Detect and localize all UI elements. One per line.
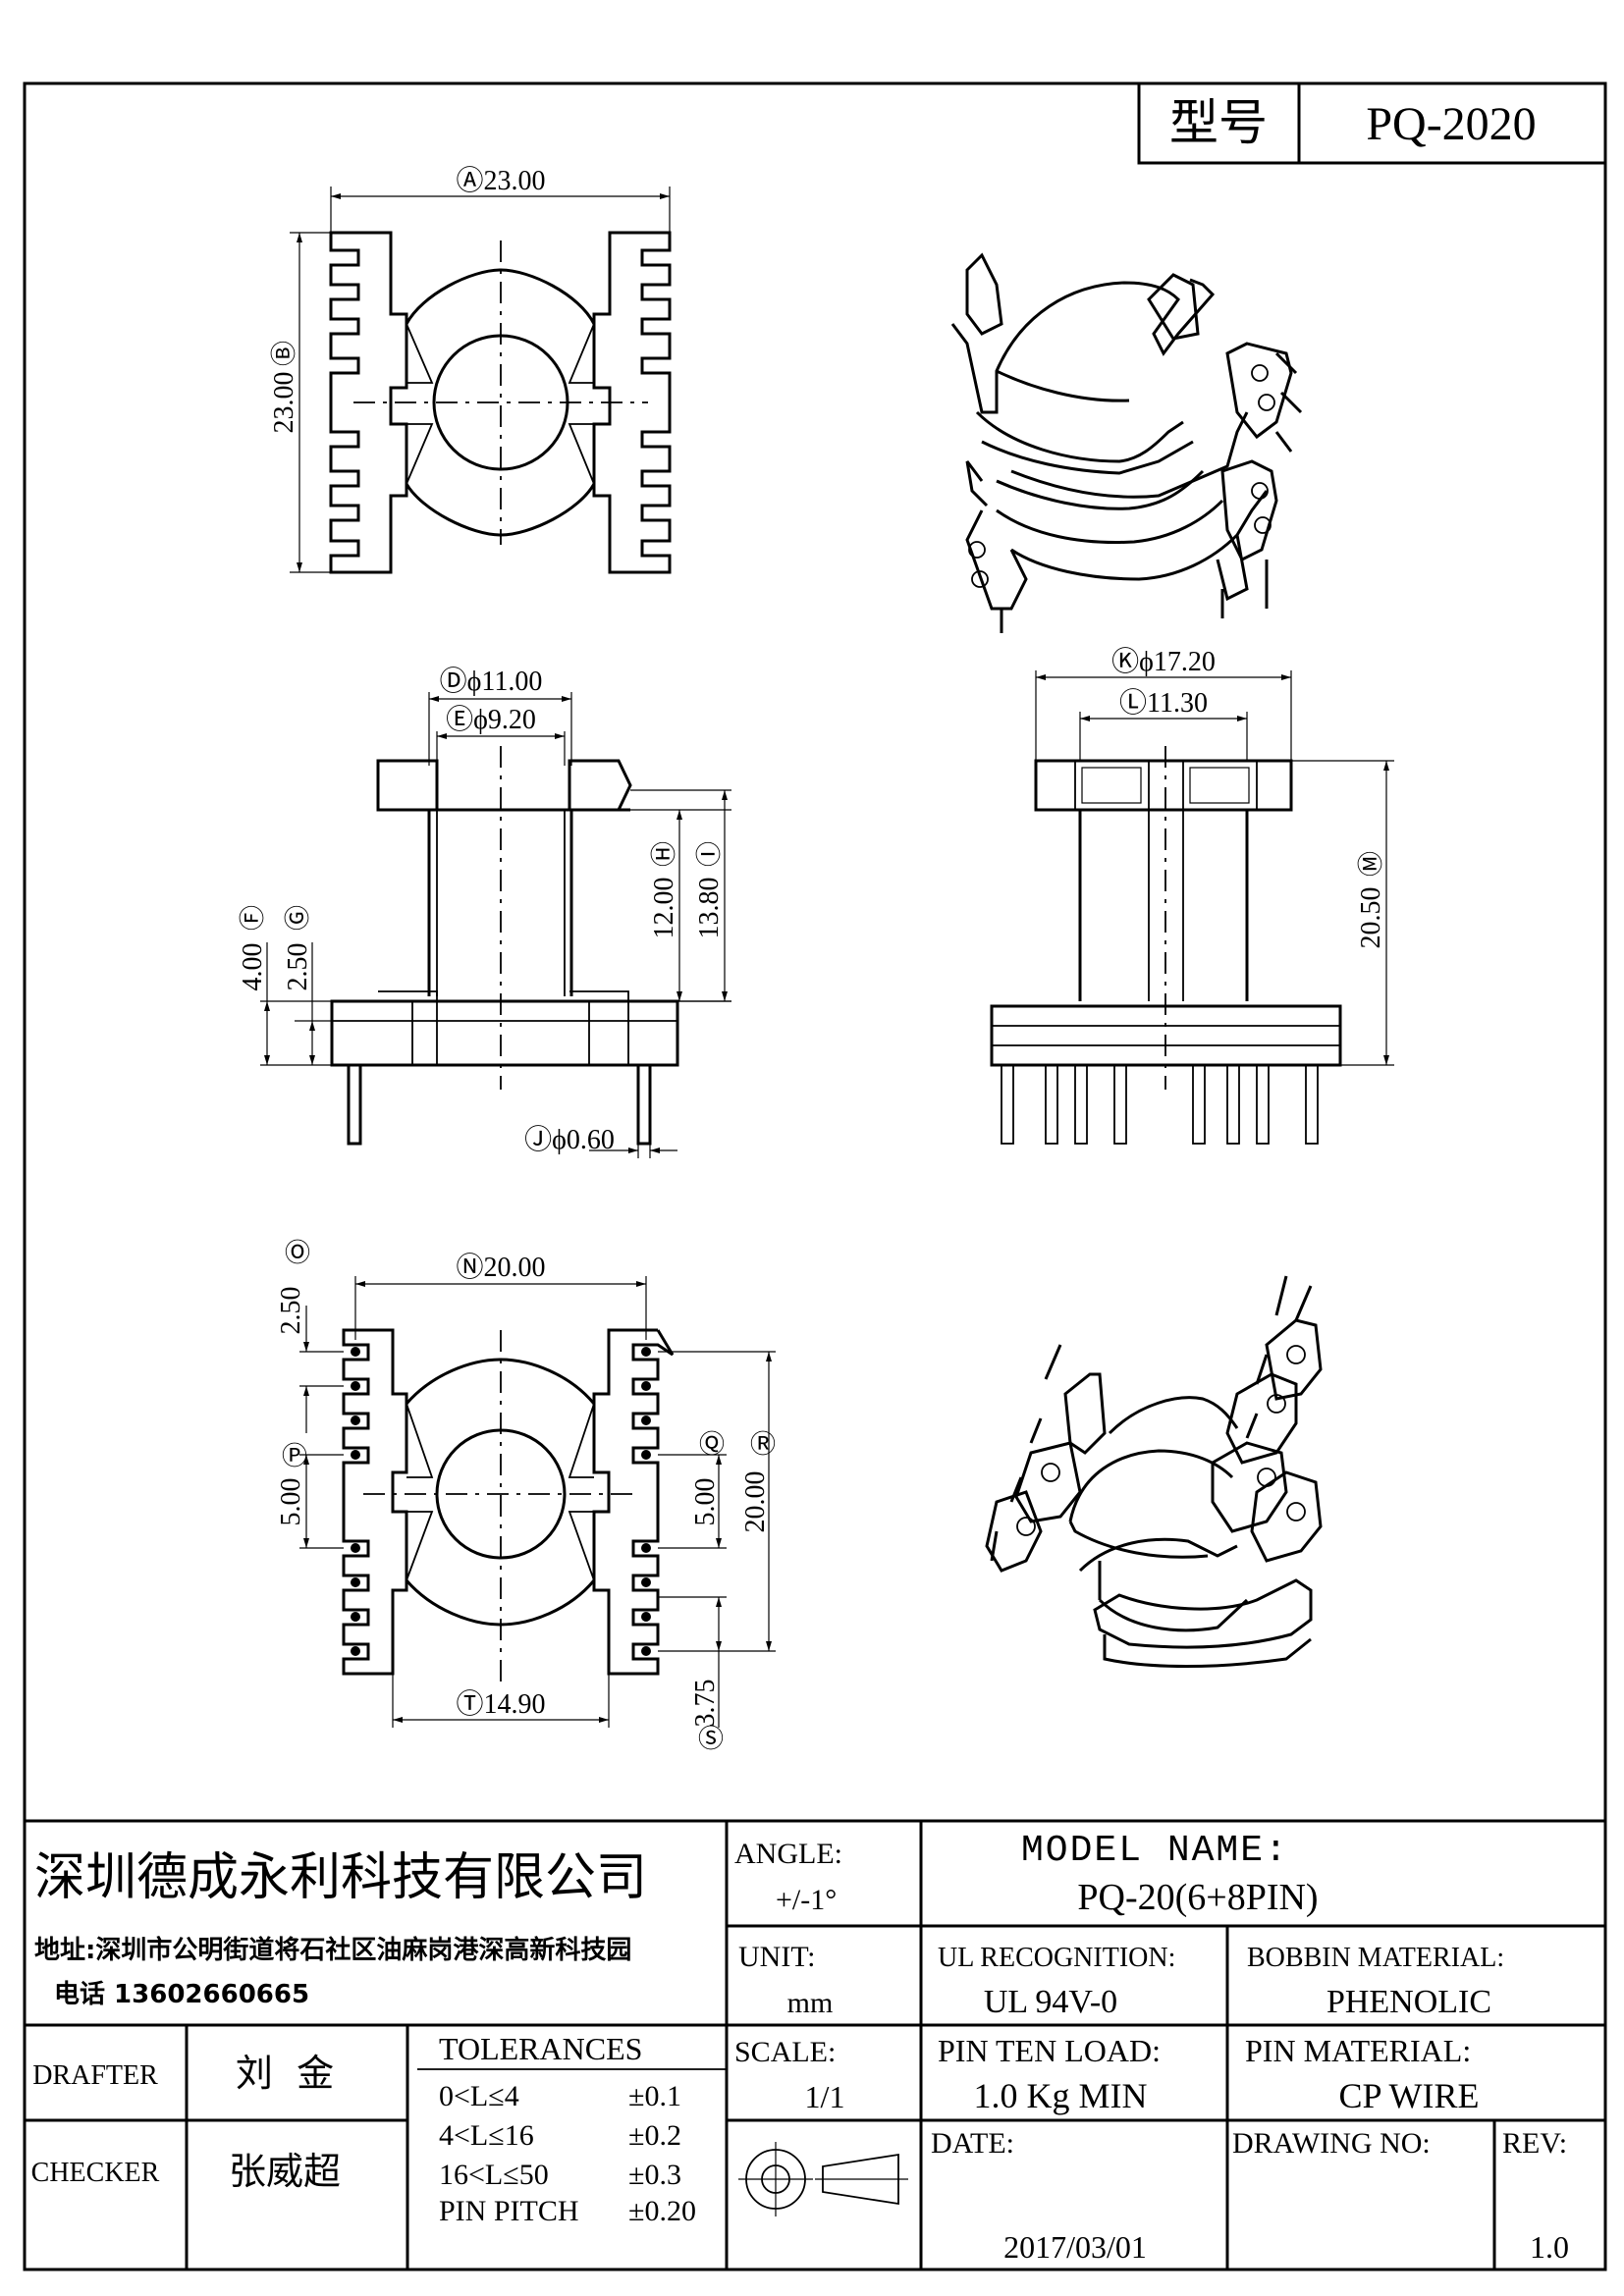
dim-k: Ⓚϕ17.20 bbox=[1111, 646, 1216, 677]
dim-j: Ⓙϕ0.60 bbox=[524, 1124, 615, 1155]
projection-symbol-icon bbox=[738, 2142, 908, 2216]
dim-o-tag: Ⓞ bbox=[285, 1239, 310, 1267]
checker-label: CHECKER bbox=[31, 2158, 160, 2188]
dim-n: Ⓝ20.00 bbox=[456, 1252, 545, 1283]
date-value: 2017/03/01 bbox=[1003, 2229, 1147, 2265]
dim-e: Ⓔϕ9.20 bbox=[446, 704, 536, 735]
bottom-view: Ⓝ20.00 Ⓞ 2.50 Ⓟ 5.00 Ⓠ 5.00 Ⓡ 20.00 3.75… bbox=[276, 1239, 776, 1753]
drawing-no-label: DRAWING NO: bbox=[1232, 2127, 1431, 2160]
dim-t: Ⓣ14.90 bbox=[456, 1688, 545, 1720]
ul-label: UL RECOGNITION: bbox=[938, 1943, 1175, 1973]
pin-material-value: CP WIRE bbox=[1338, 2076, 1479, 2115]
dim-b-tag: Ⓑ bbox=[270, 341, 298, 366]
model-name-label: MODEL NAME: bbox=[1021, 1830, 1289, 1872]
dim-i-tag: Ⓘ bbox=[695, 841, 724, 867]
tolerance-value: ±0.2 bbox=[628, 2119, 681, 2152]
iso-view-bottom bbox=[985, 1275, 1323, 1668]
model-value: PQ-2020 bbox=[1366, 98, 1536, 150]
bobbin-label: BOBBIN MATERIAL: bbox=[1247, 1943, 1504, 1973]
drawing-border bbox=[23, 81, 1607, 2271]
dim-q-val: 5.00 bbox=[690, 1478, 721, 1526]
angle-label: ANGLE: bbox=[734, 1838, 842, 1870]
dim-a: Ⓐ23.00 bbox=[456, 165, 545, 196]
tolerance-range: 16<L≤50 bbox=[439, 2159, 549, 2191]
front-view: Ⓓϕ11.00 Ⓔϕ9.20 Ⓗ 12.00 Ⓘ 13.80 Ⓕ 4.00 Ⓖ … bbox=[238, 666, 731, 1158]
dim-l: Ⓛ11.30 bbox=[1119, 687, 1208, 719]
side-view: Ⓚϕ17.20 Ⓛ11.30 Ⓜ 20.50 bbox=[990, 646, 1394, 1145]
pin-load-value: 1.0 Kg MIN bbox=[974, 2076, 1148, 2115]
dim-f-val: 4.00 bbox=[238, 943, 268, 991]
tolerance-range: PIN PITCH bbox=[439, 2195, 579, 2227]
company-phone: 电话 13602660665 bbox=[54, 1980, 309, 2009]
dim-s-val: 3.75 bbox=[690, 1680, 721, 1728]
dim-b-val: 23.00 bbox=[269, 372, 299, 434]
title-block: 深圳德成永利科技有限公司 地址:深圳市公明街道将石社区油麻岗港深高新科技园 电话… bbox=[25, 1819, 1605, 2269]
model-label: 型号 bbox=[1169, 94, 1268, 151]
scale-value: 1/1 bbox=[805, 2079, 845, 2114]
tolerance-value: ±0.1 bbox=[628, 2080, 681, 2112]
dim-g-val: 2.50 bbox=[283, 943, 313, 991]
dim-h-val: 12.00 bbox=[649, 878, 679, 939]
dim-s-tag: Ⓢ bbox=[698, 1725, 724, 1753]
company-name: 深圳德成永利科技有限公司 bbox=[34, 1848, 647, 1907]
dim-o-val: 2.50 bbox=[276, 1287, 306, 1335]
company-address: 地址:深圳市公明街道将石社区油麻岗港深高新科技园 bbox=[34, 1935, 631, 1965]
unit-label: UNIT: bbox=[738, 1941, 816, 1973]
model-box: 型号 PQ-2020 bbox=[1137, 81, 1607, 165]
dim-p-val: 5.00 bbox=[276, 1478, 306, 1526]
rev-label: REV: bbox=[1502, 2127, 1567, 2160]
model-name-value: PQ-20(6+8PIN) bbox=[1077, 1877, 1318, 1918]
dim-i-val: 13.80 bbox=[694, 878, 725, 939]
unit-value: mm bbox=[787, 1987, 834, 2019]
dim-r-val: 20.00 bbox=[740, 1471, 771, 1533]
tolerances-label: TOLERANCES bbox=[439, 2031, 642, 2066]
tolerance-range: 4<L≤16 bbox=[439, 2119, 534, 2152]
dim-h-tag: Ⓗ bbox=[650, 841, 678, 867]
dim-g-tag: Ⓖ bbox=[284, 905, 312, 931]
dim-q-tag: Ⓠ bbox=[699, 1430, 725, 1459]
tolerance-range: 0<L≤4 bbox=[439, 2080, 519, 2112]
drafter-label: DRAFTER bbox=[32, 2060, 158, 2091]
iso-view-top bbox=[950, 252, 1303, 633]
dim-f-tag: Ⓕ bbox=[239, 905, 267, 931]
top-view: Ⓐ23.00 Ⓑ 23.00 bbox=[269, 165, 672, 574]
checker-value: 张威超 bbox=[229, 2150, 341, 2193]
date-label: DATE: bbox=[931, 2127, 1014, 2160]
dim-p-tag: Ⓟ bbox=[282, 1442, 307, 1470]
dim-m-val: 20.50 bbox=[1356, 887, 1386, 949]
dim-m-tag: Ⓜ bbox=[1357, 851, 1385, 877]
tolerance-value: ±0.3 bbox=[628, 2159, 681, 2191]
pin-load-label: PIN TEN LOAD: bbox=[938, 2033, 1161, 2068]
dim-d: Ⓓϕ11.00 bbox=[440, 666, 543, 697]
scale-label: SCALE: bbox=[734, 2036, 836, 2068]
bobbin-value: PHENOLIC bbox=[1326, 1984, 1491, 2020]
dim-r-tag: Ⓡ bbox=[750, 1430, 776, 1459]
rev-value: 1.0 bbox=[1530, 2229, 1569, 2265]
tolerance-value: ±0.20 bbox=[628, 2195, 696, 2227]
angle-value: +/-1° bbox=[776, 1884, 837, 1916]
drafter-value: 刘 金 bbox=[236, 2052, 334, 2095]
pin-material-label: PIN MATERIAL: bbox=[1245, 2033, 1471, 2068]
ul-value: UL 94V-0 bbox=[984, 1984, 1117, 2020]
